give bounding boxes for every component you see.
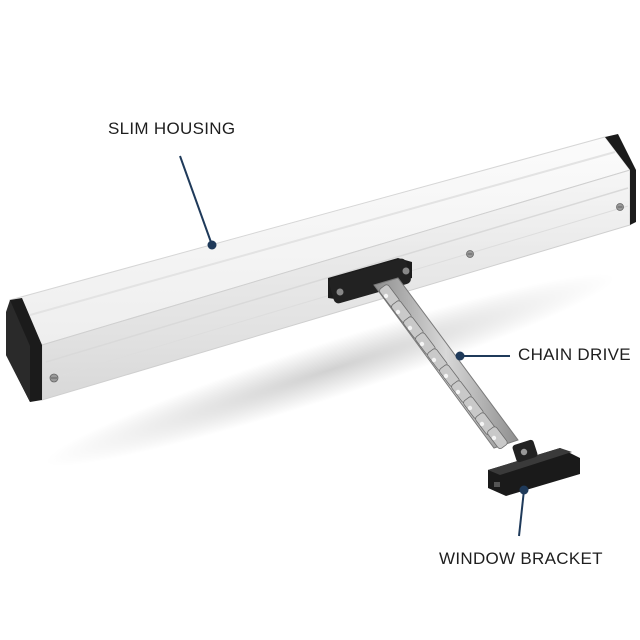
callout-label-housing: SLIM HOUSING	[108, 119, 236, 138]
callout-label-chain: CHAIN DRIVE	[518, 345, 631, 364]
callout-label-bracket: WINDOW BRACKET	[439, 549, 603, 568]
callout-dot-bracket	[519, 485, 529, 495]
left-end-cap-face	[6, 300, 30, 402]
housing-shadow	[44, 273, 616, 467]
callout-dot-chain	[455, 351, 465, 361]
housing-groove	[29, 151, 616, 316]
callout-line-housing	[179, 155, 213, 246]
screw-icon	[49, 373, 59, 383]
housing-groove	[45, 187, 629, 363]
chain-drive	[373, 277, 519, 449]
window-bracket	[488, 439, 580, 496]
right-end-cap	[605, 134, 636, 225]
callout-line-bracket	[518, 489, 525, 537]
chain-exit-block	[328, 258, 412, 304]
screw-icon	[616, 203, 624, 211]
callout-dot-housing	[207, 240, 217, 250]
screw-icon	[466, 250, 474, 258]
